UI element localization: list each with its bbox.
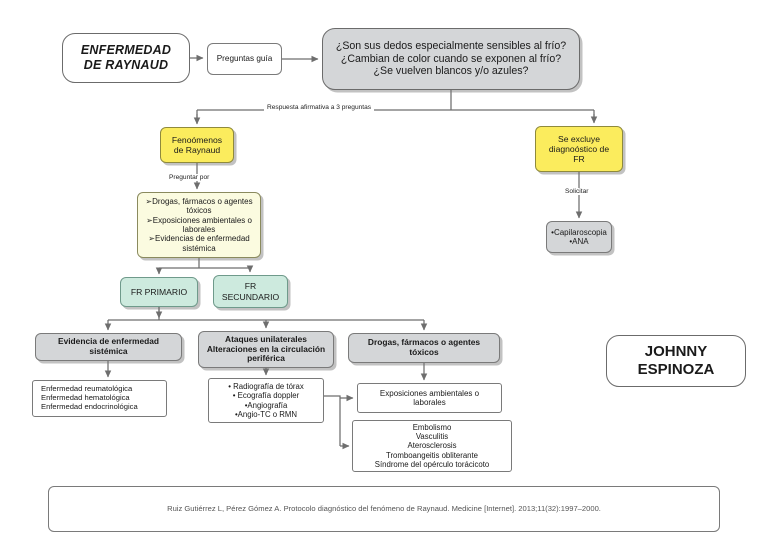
- node-fr-primario: FR PRIMARIO: [120, 277, 198, 307]
- node-line: Ataques unilaterales: [225, 333, 307, 344]
- node-line: • Radiografía de tórax: [228, 382, 304, 392]
- node-screening-questions: ¿Son sus dedos especialmente sensibles a…: [322, 28, 580, 90]
- node-capilaroscopia-ana: •Capilaroscopia •ANA: [546, 221, 612, 253]
- node-line: ¿Se vuelven blancos y/o azules?: [373, 65, 529, 78]
- node-line: •Capilaroscopia: [551, 227, 607, 237]
- node-author-name: JOHNNY ESPINOZA: [606, 335, 746, 387]
- node-ataques-unilaterales: Ataques unilaterales Alteraciones en la …: [198, 331, 334, 368]
- node-line: tóxicos: [186, 206, 212, 216]
- node-line: sistémica: [182, 243, 216, 253]
- node-line: Fenoómenos: [171, 134, 223, 145]
- node-pruebas-imagen: • Radiografía de tórax • Ecografía doppl…: [208, 378, 324, 423]
- node-line: •Angiografía: [244, 400, 288, 410]
- node-line: DE RAYNAUD: [83, 58, 169, 72]
- node-line: Aterosclerosis: [407, 441, 457, 451]
- node-line: Alteraciones en la circulación: [206, 343, 326, 354]
- node-line: ENFERMEDAD: [80, 43, 172, 58]
- node-line: SECUNDARIO: [221, 291, 280, 302]
- node-line: FR: [244, 281, 257, 292]
- citation-text: Ruiz Gutiérrez L, Pérez Gómez A. Protoco…: [167, 503, 601, 513]
- node-line: laborales: [413, 398, 446, 407]
- node-line: Enfermedad endocrinológica: [41, 401, 138, 411]
- node-line: •Angio-TC o RMN: [234, 409, 298, 419]
- node-line: Drogas, fármacos o agentes: [367, 337, 481, 348]
- node-citation: Ruiz Gutiérrez L, Pérez Gómez A. Protoco…: [48, 486, 720, 532]
- node-line: Vasculitis: [415, 432, 449, 442]
- node-line: •ANA: [569, 237, 589, 246]
- node-evidencia-enfermedad-sistemica: Evidencia de enfermedad sistémica: [35, 333, 182, 361]
- node-line: Síndrome del opérculo torácicoto: [374, 459, 490, 469]
- node-line: ¿Son sus dedos especialmente sensibles a…: [335, 40, 567, 53]
- node-drogas-farmacos-header: Drogas, fármacos o agentes tóxicos: [348, 333, 500, 363]
- node-preguntar-por-list: ➢Drogas, fármacos o agentes tóxicos ➢Exp…: [137, 192, 261, 258]
- node-fr-secundario: FR SECUNDARIO: [213, 275, 288, 308]
- node-line: laborales: [182, 225, 216, 234]
- node-line: periférica: [247, 353, 285, 364]
- node-line: ➢Drogas, fármacos o agentes: [145, 196, 253, 206]
- node-enfermedad-de-raynaud: ENFERMEDAD DE RAYNAUD: [62, 33, 190, 83]
- node-line: Evidencia de enfermedad: [57, 336, 159, 347]
- edge-label-solicitar: Solicitar: [562, 188, 592, 195]
- node-line: Preguntas guía: [216, 54, 273, 64]
- node-line: • Ecografía doppler: [232, 391, 300, 401]
- node-preguntas-guia: Preguntas guía: [207, 43, 282, 75]
- node-exposiciones-ambientales: Exposiciones ambientales o laborales: [357, 383, 502, 413]
- node-line: ➢Evidencias de enfermedad: [148, 234, 250, 244]
- node-line: FR: [573, 154, 585, 165]
- node-line: JOHNNY: [644, 343, 708, 361]
- node-se-excluye-diagnostico: Se excluye diagnoóstico de FR: [535, 126, 623, 172]
- node-line: sistémica: [89, 346, 128, 356]
- node-line: Se excluye: [557, 133, 601, 144]
- node-line: ESPINOZA: [637, 361, 715, 378]
- edge-label-respuesta-afirmativa: Respuesta afirmativa a 3 preguntas: [264, 104, 375, 111]
- node-line: diagnoóstico de: [548, 143, 610, 154]
- node-line: ➢Exposiciones ambientales o: [146, 215, 252, 225]
- node-fenomenos-de-raynaud: Fenoómenos de Raynaud: [160, 127, 234, 163]
- node-line: ¿Cambian de color cuando se exponen al f…: [340, 52, 562, 65]
- node-line: Exposiciones ambientales o: [379, 388, 480, 398]
- node-line: de Raynaud: [173, 145, 221, 155]
- node-line: tóxicos: [409, 347, 439, 357]
- node-line: Embolismo: [412, 423, 452, 433]
- edge-label-preguntar-por: Preguntar por: [166, 174, 213, 181]
- node-line: Enfermedad hematológica: [41, 393, 130, 403]
- node-line: Enfermedad reumatológica: [41, 384, 133, 394]
- node-causas-secundarias-list: Embolismo Vasculitis Aterosclerosis Trom…: [352, 420, 512, 472]
- node-line: FR PRIMARIO: [130, 286, 188, 297]
- node-line: Tromboangeitis obliterante: [385, 450, 479, 460]
- node-enfermedades-list: Enfermedad reumatológica Enfermedad hema…: [32, 380, 167, 417]
